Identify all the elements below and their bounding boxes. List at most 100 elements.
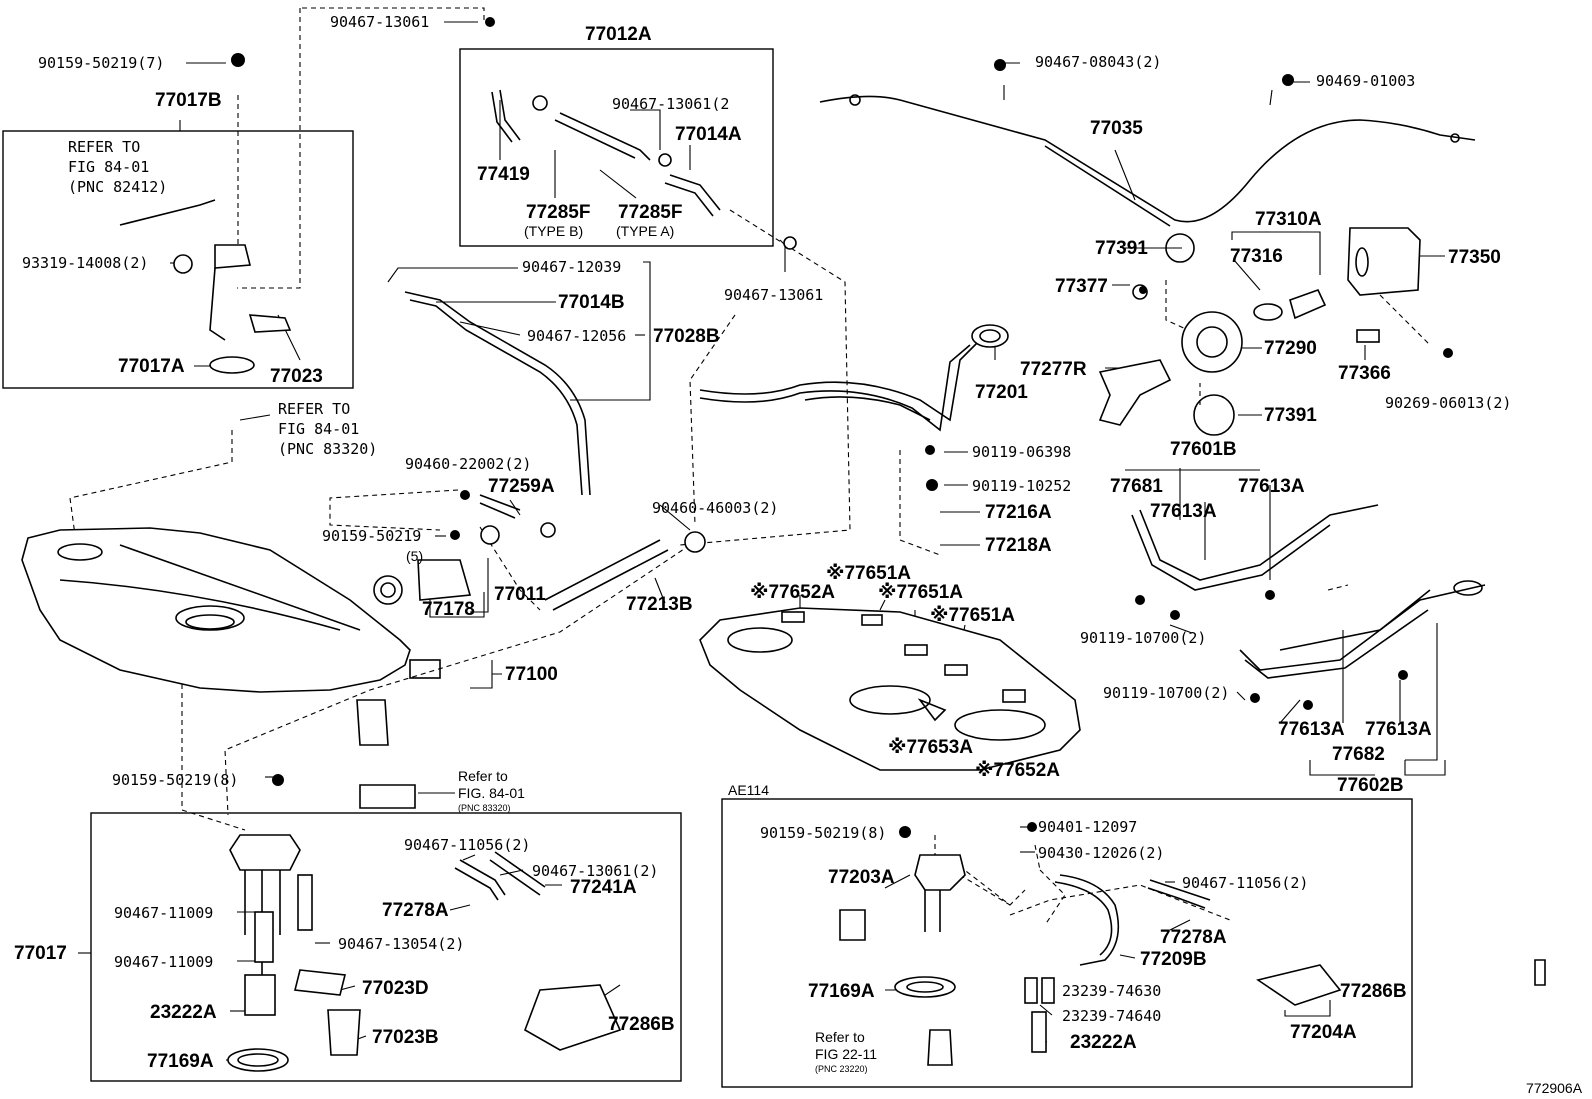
figure-code: 772906A	[1526, 1080, 1583, 1096]
label-77653a: ※77653A	[888, 737, 973, 758]
label-90401-12097: 90401-12097	[1038, 818, 1137, 836]
label-90467-13061-top: 90467-13061	[330, 13, 429, 31]
label-77682: 77682	[1332, 744, 1385, 765]
label-refer-2b: FIG 84-01	[278, 420, 359, 438]
label-refer-3b: FIG. 84-01	[458, 785, 525, 801]
label-77178: 77178	[422, 599, 475, 620]
label-77419: 77419	[477, 164, 530, 185]
label-77613a-3: 77613A	[1278, 719, 1345, 740]
label-90467-11009-b: 90467-11009	[114, 953, 213, 971]
label-90467-11056-b: 90467-11056(2)	[1182, 874, 1308, 892]
label-77278a-b: 77278A	[1160, 927, 1227, 948]
label-77316: 77316	[1230, 246, 1283, 267]
label-77169a-b: 77169A	[808, 981, 875, 1002]
label-77652a-2: ※77652A	[975, 760, 1060, 781]
label-refer-3c: (PNC 83320)	[458, 803, 511, 813]
label-90467-13061-b: 90467-13061(2)	[532, 862, 658, 880]
box-ae114-group	[721, 798, 1413, 1088]
label-77651a-3: ※77651A	[930, 605, 1015, 626]
label-90159-50219-8a: 90159-50219(8)	[112, 771, 238, 789]
label-90467-13061-2a: 90467-13061(2	[612, 95, 729, 113]
label-90119-10700-b: 90119-10700(2)	[1103, 684, 1229, 702]
label-77023: 77023	[270, 366, 323, 387]
label-90469-01003: 90469-01003	[1316, 72, 1415, 90]
label-90119-10252: 90119-10252	[972, 477, 1071, 495]
label-refer-4c: (PNC 23220)	[815, 1064, 868, 1074]
label-77241a: 77241A	[570, 877, 637, 898]
leader-lines	[78, 21, 1446, 1061]
fuel-tank-77100	[21, 527, 441, 693]
label-77651a-2: ※77651A	[878, 582, 963, 603]
label-77278a-a: 77278A	[382, 900, 449, 921]
label-refer-4b: FIG 22-11	[815, 1046, 877, 1062]
label-90467-11056-a: 90467-11056(2)	[404, 836, 530, 854]
label-77017: 77017	[14, 943, 67, 964]
label-77391-a: 77391	[1095, 238, 1148, 259]
label-90159-50219-8b: 90159-50219(8)	[760, 824, 886, 842]
label-ae114: AE114	[728, 782, 769, 798]
label-90460-46003: 90460-46003(2)	[652, 499, 778, 517]
label-77391-b: 77391	[1264, 405, 1317, 426]
label-77259a: 77259A	[488, 476, 555, 497]
tank-bands-77602b	[1131, 504, 1486, 679]
hoses-and-pipes	[404, 89, 1211, 966]
label-77651a-1: ※77651A	[826, 563, 911, 584]
label-77290: 77290	[1264, 338, 1317, 359]
label-77377: 77377	[1055, 276, 1108, 297]
label-77613a-2: 77613A	[1150, 501, 1217, 522]
label-77310a: 77310A	[1255, 209, 1322, 230]
label-77602b: 77602B	[1337, 775, 1404, 796]
label-77203a: 77203A	[828, 867, 895, 888]
label-90430-12026: 90430-12026(2)	[1038, 844, 1164, 862]
label-type-b: (TYPE B)	[524, 223, 583, 239]
label-77213b: 77213B	[626, 594, 693, 615]
label-77014a: 77014A	[675, 124, 742, 145]
label-77286b-b: 77286B	[1340, 981, 1407, 1002]
label-77011: 77011	[494, 584, 546, 605]
fuel-tank-protector	[699, 607, 1081, 771]
label-77028b: 77028B	[653, 326, 720, 347]
label-77286b-a: 77286B	[608, 1014, 675, 1035]
label-refer-1a: REFER TO	[68, 138, 140, 156]
fuel-pump-assemblies	[227, 559, 1055, 1072]
group-boxes	[2, 48, 1413, 1088]
label-77350: 77350	[1448, 247, 1501, 268]
label-90467-13054: 90467-13054(2)	[338, 935, 464, 953]
label-77201: 77201	[975, 382, 1028, 403]
label-77681: 77681	[1110, 476, 1163, 497]
label-77613a-1: 77613A	[1238, 476, 1305, 497]
label-23239-74630: 23239-74630	[1062, 982, 1161, 1000]
box-77017-group	[90, 812, 682, 1082]
box-77017b-group	[2, 130, 354, 389]
label-77285f-b: 77285F	[526, 202, 590, 223]
part-labels: 90467-13061 77012A 90159-50219(7) 77017B…	[14, 13, 1583, 1096]
small-fasteners	[119, 17, 1546, 1051]
label-93319-14008: 93319-14008(2)	[22, 254, 148, 272]
label-type-a: (TYPE A)	[616, 223, 674, 239]
label-90467-12056: 90467-12056	[527, 327, 626, 345]
label-90467-13061-r: 90467-13061	[724, 286, 823, 304]
label-90159-50219-5: 90159-50219	[322, 527, 421, 545]
filler-pipe-77201	[699, 324, 1009, 432]
label-23222a-b: 23222A	[1070, 1032, 1137, 1053]
label-5: (5)	[406, 548, 423, 564]
label-77613a-4: 77613A	[1365, 719, 1432, 740]
label-90119-10700-a: 90119-10700(2)	[1080, 629, 1206, 647]
label-77100: 77100	[505, 664, 558, 685]
label-23222a-a: 23222A	[150, 1002, 217, 1023]
label-90269-06013: 90269-06013(2)	[1385, 394, 1511, 412]
label-refer-3a: Refer to	[458, 768, 508, 784]
label-77023b: 77023B	[372, 1027, 439, 1048]
label-refer-4a: Refer to	[815, 1029, 865, 1045]
label-77017a: 77017A	[118, 356, 185, 377]
label-90467-11009-a: 90467-11009	[114, 904, 213, 922]
label-23239-74640: 23239-74640	[1062, 1007, 1161, 1025]
label-77014b: 77014B	[558, 292, 625, 313]
label-90460-22002: 90460-22002(2)	[405, 455, 531, 473]
label-77035: 77035	[1090, 118, 1143, 139]
label-90119-06398: 90119-06398	[972, 443, 1071, 461]
label-77012a: 77012A	[585, 24, 652, 45]
label-refer-2a: REFER TO	[278, 400, 350, 418]
label-77216a: 77216A	[985, 502, 1052, 523]
